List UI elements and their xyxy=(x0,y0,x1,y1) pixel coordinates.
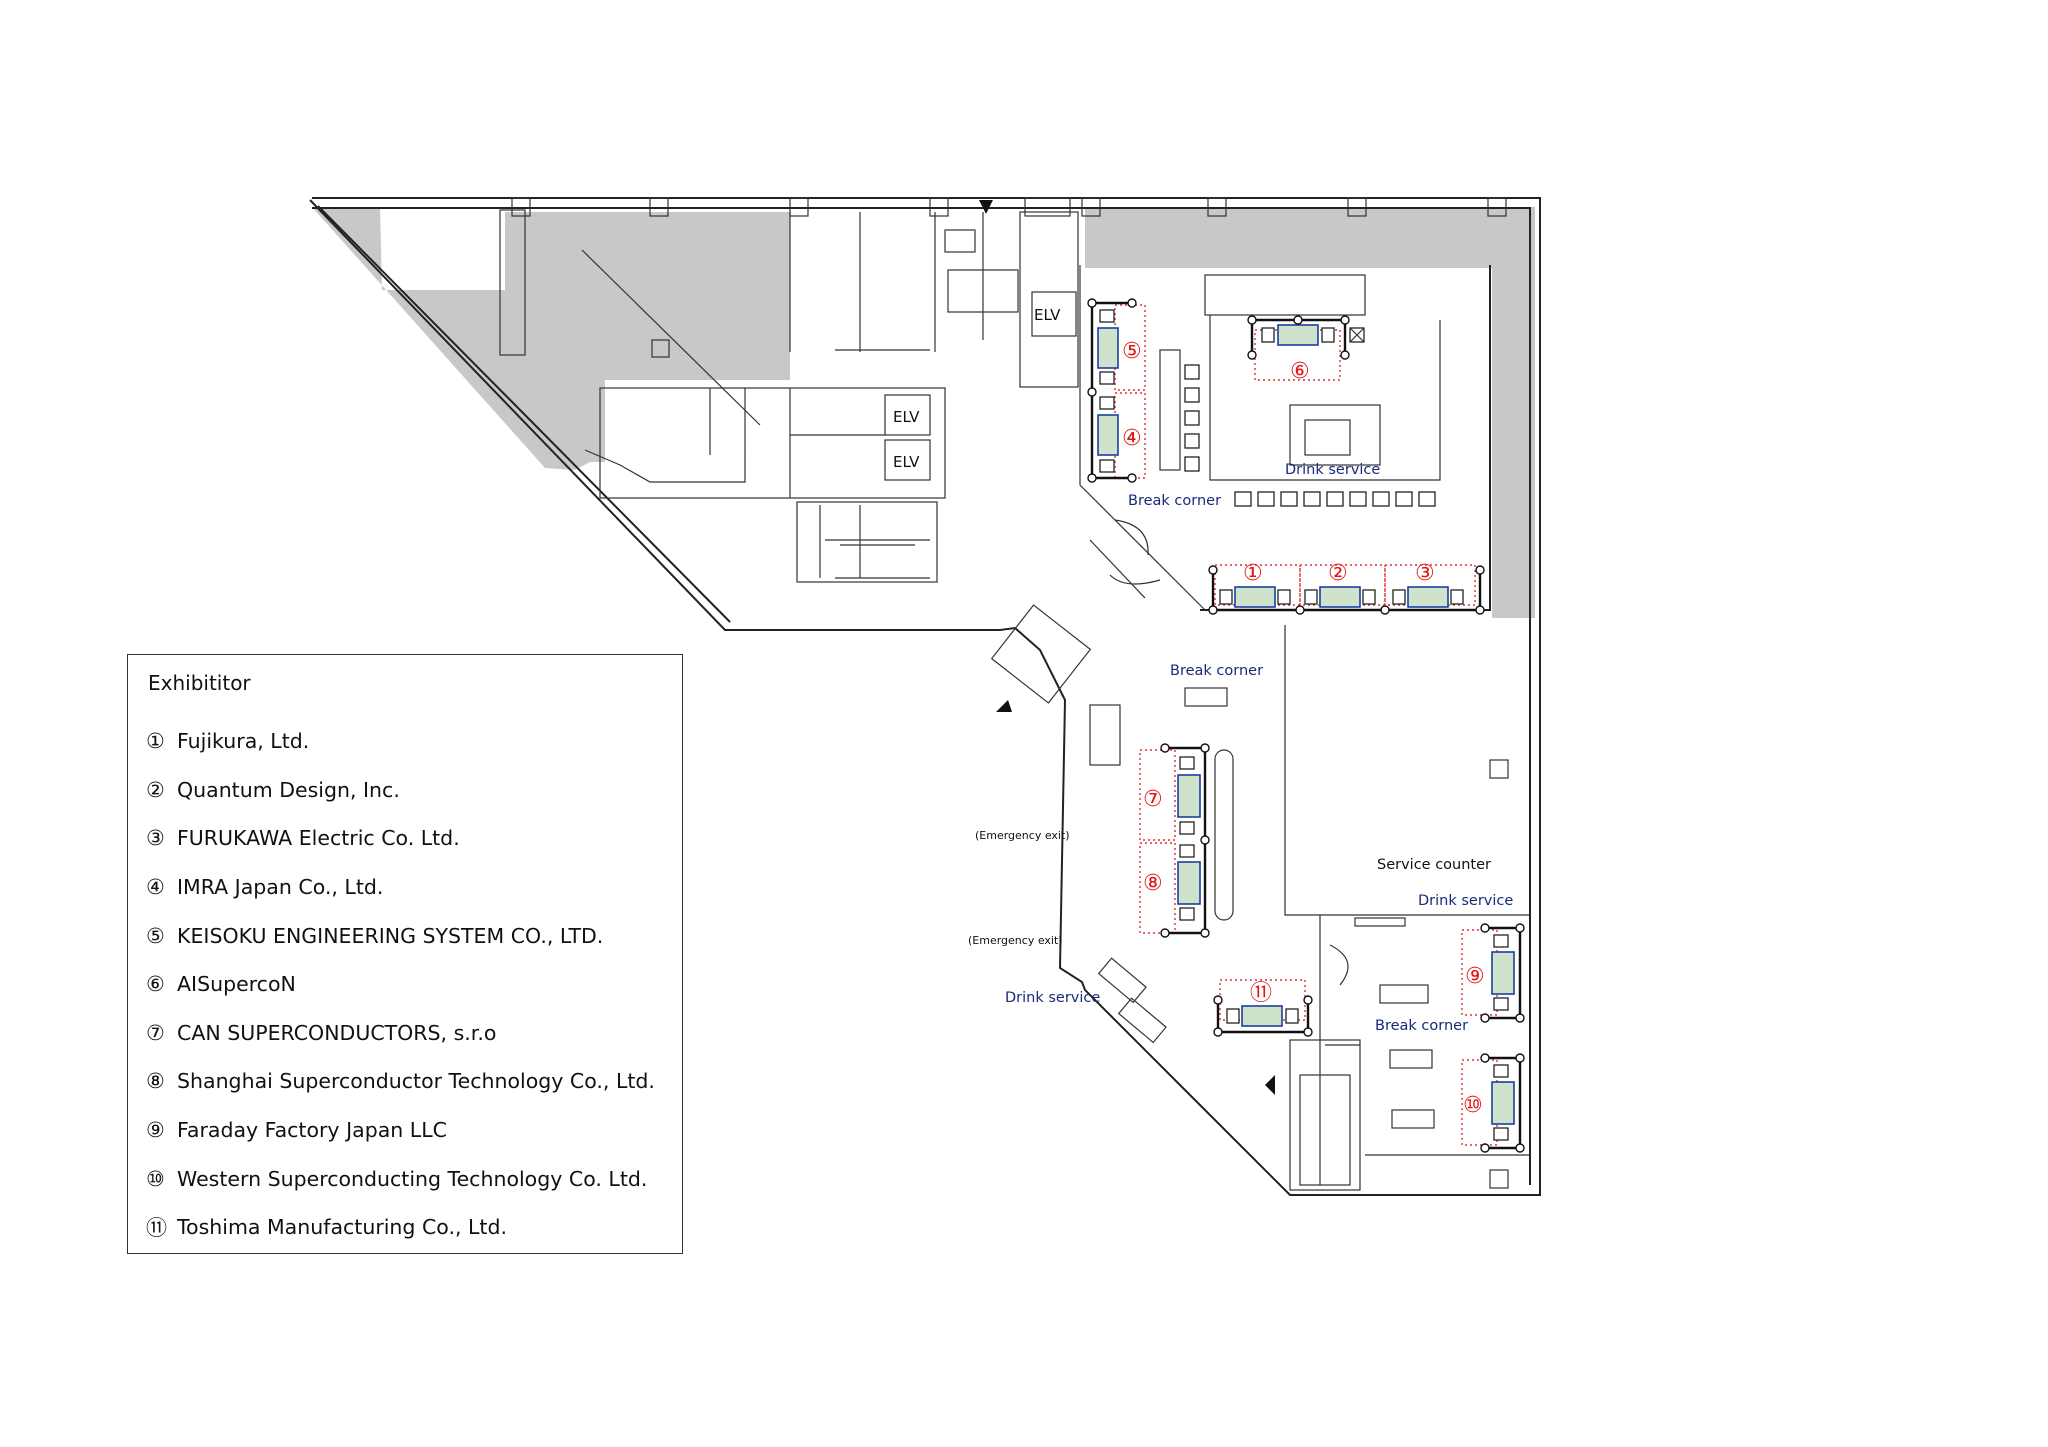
exhibitor-name: Western Superconducting Technology Co. L… xyxy=(177,1166,648,1191)
exhibitor-item: ⑪ Toshima Manufacturing Co., Ltd. xyxy=(146,1203,655,1252)
elevator-label: ELV xyxy=(1034,306,1061,324)
booth-number: ⑧ xyxy=(1143,871,1163,896)
drink-service-label: Drink service xyxy=(1285,462,1380,478)
booth-9: ⑨ xyxy=(1461,929,1515,1016)
exhibitor-item: ④ IMRA Japan Co., Ltd. xyxy=(146,863,655,912)
emergency-exit-label: (Emergency exit) xyxy=(968,934,1063,947)
emergency-exit-label: (Emergency exit) xyxy=(975,829,1070,842)
exhibitor-name: CAN SUPERCONDUCTORS, s.r.o xyxy=(177,1020,497,1045)
exhibitor-number: ④ xyxy=(146,875,165,900)
booth-7: ⑦ xyxy=(1139,749,1201,841)
exhibitor-number: ② xyxy=(146,777,165,802)
booth-number: ⑩ xyxy=(1463,1093,1483,1118)
exhibitor-number: ① xyxy=(146,729,165,754)
drink-service-label: Drink service xyxy=(1005,990,1100,1006)
booth-number: ③ xyxy=(1415,561,1435,586)
service-counter-label: Service counter xyxy=(1377,857,1491,873)
exhibitor-number: ⑤ xyxy=(146,923,165,948)
exhibitor-name: Toshima Manufacturing Co., Ltd. xyxy=(177,1215,507,1240)
exhibitor-item: ⑥ AISupercoN xyxy=(146,960,655,1009)
exhibitor-number: ⑦ xyxy=(146,1020,165,1045)
break-corner-label: Break corner xyxy=(1170,663,1263,679)
booth-2: ② xyxy=(1299,561,1386,608)
break-corner-label: Break corner xyxy=(1128,493,1221,509)
booths: ① ② ③ ⑤ xyxy=(1087,298,1525,1153)
break-corner-label: Break corner xyxy=(1375,1018,1468,1034)
exhibitor-name: Shanghai Superconductor Technology Co., … xyxy=(177,1069,655,1094)
exhibitor-legend: Exhibititor ① Fujikura, Ltd. ② Quantum Des… xyxy=(127,654,683,1254)
booth-3: ③ xyxy=(1384,561,1476,608)
exhibitor-item: ⑩ Western Superconducting Technology Co. … xyxy=(146,1154,655,1203)
drink-service-label: Drink service xyxy=(1418,893,1513,909)
exhibitor-number: ⑥ xyxy=(146,972,165,997)
elevator-label: ELV xyxy=(893,453,920,471)
booth-number: ⑦ xyxy=(1143,787,1163,812)
shaded-areas xyxy=(312,207,1535,618)
booth-1: ① xyxy=(1214,561,1301,608)
booth-number: ④ xyxy=(1122,426,1142,451)
booth-number: ⑨ xyxy=(1465,964,1485,989)
exhibitor-name: Quantum Design, Inc. xyxy=(177,777,400,802)
exhibitor-item: ⑦ CAN SUPERCONDUCTORS, s.r.o xyxy=(146,1009,655,1058)
booth-number: ⑤ xyxy=(1122,339,1142,364)
building-walls xyxy=(309,197,1541,1196)
exhibitor-name: Fujikura, Ltd. xyxy=(177,729,310,754)
exhibitor-name: AISupercoN xyxy=(177,972,296,997)
exhibitor-name: Faraday Factory Japan LLC xyxy=(177,1118,447,1143)
doors xyxy=(979,200,1349,1095)
exhibitor-number: ⑧ xyxy=(146,1069,165,1094)
exhibitor-number: ⑪ xyxy=(146,1216,167,1241)
exhibitor-number: ⑨ xyxy=(146,1118,165,1143)
booth-8: ⑧ xyxy=(1139,842,1201,934)
exhibitor-item: ⑨ Faraday Factory Japan LLC xyxy=(146,1106,655,1155)
exhibitor-item: ③ FURUKAWA Electric Co. Ltd. xyxy=(146,814,655,863)
exhibitor-item: ⑧ Shanghai Superconductor Technology Co.,… xyxy=(146,1057,655,1106)
booth-5: ⑤ xyxy=(1097,304,1146,391)
break-corner-furniture xyxy=(1089,364,1436,1044)
booth-number: ② xyxy=(1328,561,1348,586)
exhibitor-name: IMRA Japan Co., Ltd. xyxy=(177,875,384,900)
booth-number: ⑥ xyxy=(1290,359,1310,384)
exhibitor-name: KEISOKU ENGINEERING SYSTEM CO., LTD. xyxy=(177,923,604,948)
booth-4: ④ xyxy=(1097,392,1146,479)
booth-11: ⑪ xyxy=(1219,979,1306,1027)
legend-title: Exhibititor xyxy=(148,671,251,695)
booth-number: ⑪ xyxy=(1250,981,1272,1006)
exhibitor-item: ⑤ KEISOKU ENGINEERING SYSTEM CO., LTD. xyxy=(146,911,655,960)
exhibitor-number: ⑩ xyxy=(146,1166,165,1191)
booth-number: ① xyxy=(1243,561,1263,586)
area-labels: Break corner Break corner Break corner D… xyxy=(968,462,1513,1034)
booth-10: ⑩ xyxy=(1461,1059,1515,1146)
elevator-label: ELV xyxy=(893,408,920,426)
exhibitor-name: FURUKAWA Electric Co. Ltd. xyxy=(177,826,460,851)
building-core: ELV ELV ELV xyxy=(499,209,1079,583)
exhibitor-number: ③ xyxy=(146,826,165,851)
exhibitor-item: ② Quantum Design, Inc. xyxy=(146,766,655,815)
exhibitor-item: ① Fujikura, Ltd. xyxy=(146,717,655,766)
